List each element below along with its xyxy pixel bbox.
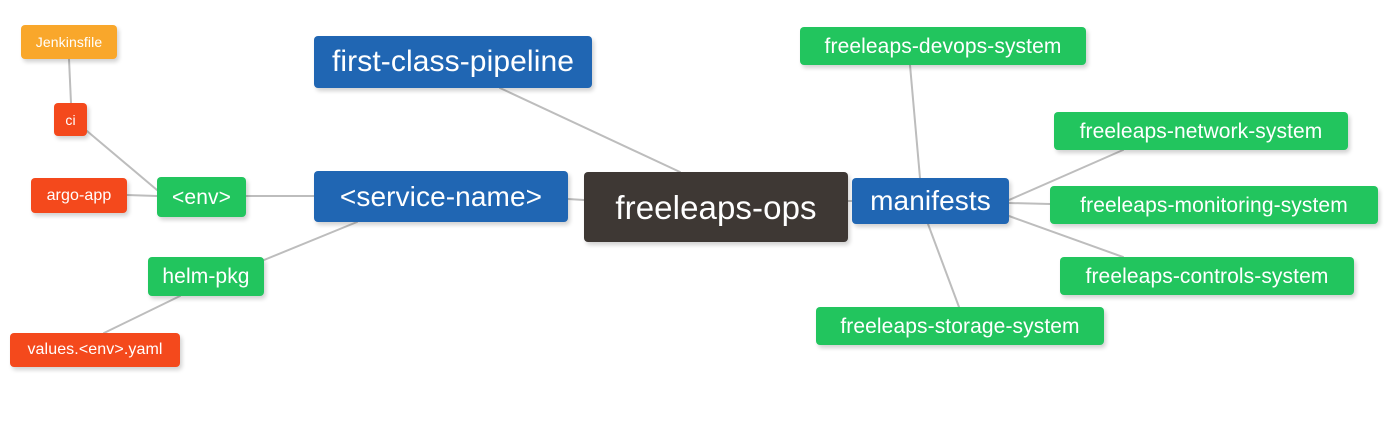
- node-jenkinsfile[interactable]: Jenkinsfile: [21, 25, 117, 59]
- node-label-ci: ci: [65, 111, 76, 128]
- node-freeleaps-devops-system[interactable]: freeleaps-devops-system: [800, 27, 1086, 65]
- node-label-freeleaps-ops: freeleaps-ops: [615, 188, 817, 226]
- edge-helm-pkg-to-values-yaml: [103, 295, 181, 334]
- node-label-argo-app: argo-app: [46, 186, 112, 204]
- node-first-class-pipeline[interactable]: first-class-pipeline: [314, 36, 592, 88]
- node-freeleaps-storage-system[interactable]: freeleaps-storage-system: [816, 307, 1104, 345]
- node-freeleaps-network-system[interactable]: freeleaps-network-system: [1054, 112, 1348, 150]
- node-service-name[interactable]: <service-name>: [314, 171, 568, 222]
- node-label-freeleaps-devops-system: freeleaps-devops-system: [824, 34, 1062, 58]
- edge-manifests-to-freeleaps-storage-system: [927, 223, 960, 308]
- edge-service-name-to-helm-pkg: [263, 221, 358, 261]
- node-label-jenkinsfile: Jenkinsfile: [35, 34, 103, 50]
- edge-manifests-to-freeleaps-devops-system: [909, 64, 921, 179]
- node-label-freeleaps-network-system: freeleaps-network-system: [1079, 119, 1323, 143]
- node-ci[interactable]: ci: [54, 103, 87, 136]
- edge-argo-app-to-env: [126, 194, 158, 197]
- edge-jenkinsfile-to-ci: [68, 58, 72, 104]
- node-freeleaps-ops[interactable]: freeleaps-ops: [584, 172, 848, 242]
- node-label-freeleaps-monitoring-system: freeleaps-monitoring-system: [1080, 193, 1348, 217]
- node-label-env: <env>: [172, 185, 231, 209]
- node-label-values-yaml: values.<env>.yaml: [27, 341, 163, 358]
- node-label-helm-pkg: helm-pkg: [162, 265, 250, 288]
- node-freeleaps-controls-system[interactable]: freeleaps-controls-system: [1060, 257, 1354, 295]
- node-helm-pkg[interactable]: helm-pkg: [148, 257, 264, 296]
- node-freeleaps-monitoring-system[interactable]: freeleaps-monitoring-system: [1050, 186, 1378, 224]
- edge-first-class-pipeline-to-freeleaps-ops: [499, 87, 681, 173]
- node-label-freeleaps-storage-system: freeleaps-storage-system: [840, 314, 1080, 338]
- node-label-manifests: manifests: [870, 185, 991, 216]
- node-values-yaml[interactable]: values.<env>.yaml: [10, 333, 180, 367]
- node-label-freeleaps-controls-system: freeleaps-controls-system: [1085, 264, 1329, 288]
- node-env[interactable]: <env>: [157, 177, 246, 217]
- edge-service-name-to-freeleaps-ops: [567, 198, 585, 201]
- edge-manifests-to-freeleaps-monitoring-system: [1008, 202, 1051, 205]
- node-manifests[interactable]: manifests: [852, 178, 1009, 224]
- node-label-first-class-pipeline: first-class-pipeline: [331, 45, 575, 78]
- node-argo-app[interactable]: argo-app: [31, 178, 127, 213]
- node-label-service-name: <service-name>: [339, 180, 543, 212]
